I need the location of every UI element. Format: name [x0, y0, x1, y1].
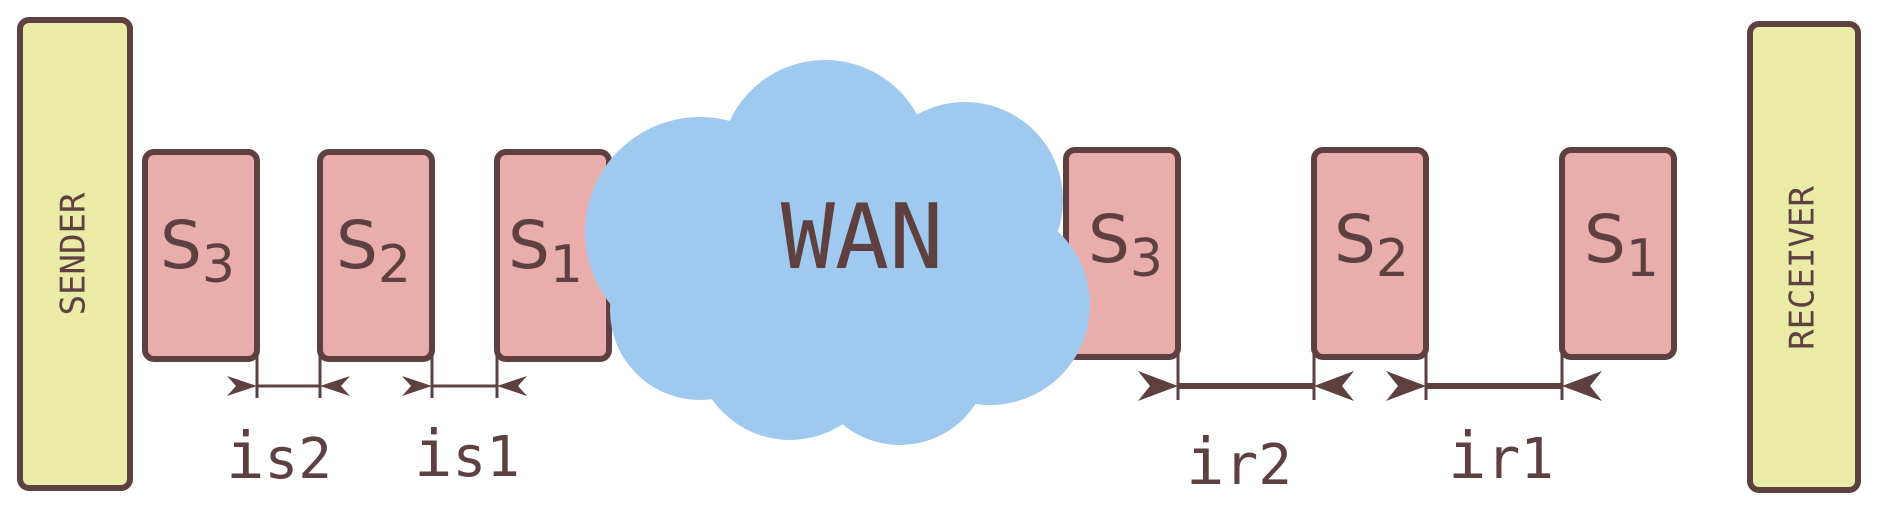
packet-box: [1559, 147, 1677, 360]
packet-label: S1: [508, 207, 583, 295]
arrowhead-left: [320, 376, 350, 396]
receiver-packet-s1: S1: [1559, 147, 1677, 360]
arrowhead-right: [402, 376, 432, 396]
receiver-box: [1747, 21, 1861, 493]
sender-packet-s2: S2: [317, 149, 435, 362]
arrowhead-right: [227, 376, 257, 396]
receiver-packet-s2: S2: [1311, 147, 1429, 360]
arrowhead-left: [1562, 371, 1602, 401]
arrowhead-right: [1386, 371, 1426, 401]
sender-node: SENDER: [17, 17, 133, 491]
packet-box: [142, 149, 260, 362]
interval-is1: is1: [402, 340, 527, 492]
arrowhead-right: [1138, 371, 1178, 401]
packet-label: S2: [1334, 201, 1409, 289]
interval-label: ir2: [1186, 426, 1292, 500]
packet-label: S1: [1584, 201, 1659, 289]
sender-label: SENDER: [54, 192, 94, 315]
receiver-label: RECEIVER: [1783, 186, 1823, 350]
interval-label: is1: [414, 418, 520, 492]
packet-label: S2: [336, 207, 411, 295]
interval-label: is2: [226, 420, 332, 494]
packet-label: S3: [1088, 201, 1163, 289]
packet-box: [317, 149, 435, 362]
arrowhead-left: [497, 376, 527, 396]
packet-label: S3: [160, 207, 235, 295]
packet-box: [1311, 147, 1429, 360]
sender-packet-s3: S3: [142, 149, 260, 362]
interval-is2: is2: [226, 340, 350, 494]
wan-cloud: WAN: [585, 60, 1090, 445]
interval-ir2: ir2: [1138, 340, 1354, 500]
receiver-node: RECEIVER: [1747, 21, 1861, 493]
arrowhead-left: [1314, 371, 1354, 401]
cloud-shape: [585, 60, 1090, 445]
sender-box: [17, 17, 133, 491]
interval-label: ir1: [1448, 420, 1554, 494]
interval-ir1: ir1: [1386, 340, 1602, 494]
wan-label: WAN: [781, 185, 944, 290]
